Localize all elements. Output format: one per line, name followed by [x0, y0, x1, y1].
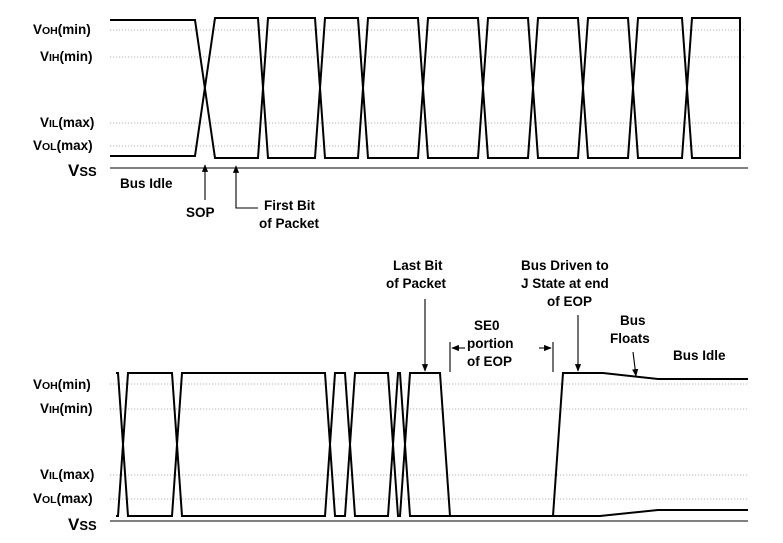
se0-label: SE0 portion of EOP	[467, 318, 517, 369]
bus-floats-arrow	[632, 351, 639, 377]
bottom-signal-d-minus	[116, 372, 748, 517]
top-signal-d-plus	[110, 17, 741, 159]
bottom-vol-label: VOL(max)	[33, 491, 93, 506]
bus-driven-label: Bus Driven to J State at end of EOP	[521, 258, 613, 309]
top-bus-idle-label: Bus Idle	[120, 176, 173, 191]
first-bit-label: First Bit of Packet	[259, 198, 320, 231]
bus-floats-label: Bus Floats	[610, 313, 650, 346]
top-vih-label: VIH(min)	[40, 49, 93, 64]
bottom-vil-label: VIL(max)	[40, 467, 94, 482]
bottom-signal-d-plus	[116, 372, 748, 517]
bottom-diagram: VOH(min) VIH(min) VIL(max) VOL(max) VSS …	[33, 258, 748, 534]
bottom-vss-label: VSS	[68, 515, 97, 534]
first-bit-arrow	[232, 165, 258, 209]
top-vol-label: VOL(max)	[33, 138, 93, 153]
bottom-vih-label: VIH(min)	[40, 401, 93, 416]
top-voh-label: VOH(min)	[33, 22, 91, 37]
top-vss-label: VSS	[68, 161, 97, 180]
sop-label: SOP	[186, 205, 215, 220]
last-bit-label: Last Bit of Packet	[386, 258, 447, 291]
bottom-voh-label: VOH(min)	[33, 377, 91, 392]
bottom-bus-idle-label: Bus Idle	[673, 348, 726, 363]
top-vil-label: VIL(max)	[40, 115, 94, 130]
top-diagram: VOH(min) VIH(min) VIL(max) VOL(max) VSS …	[33, 17, 748, 231]
top-signal-d-minus	[110, 17, 741, 159]
